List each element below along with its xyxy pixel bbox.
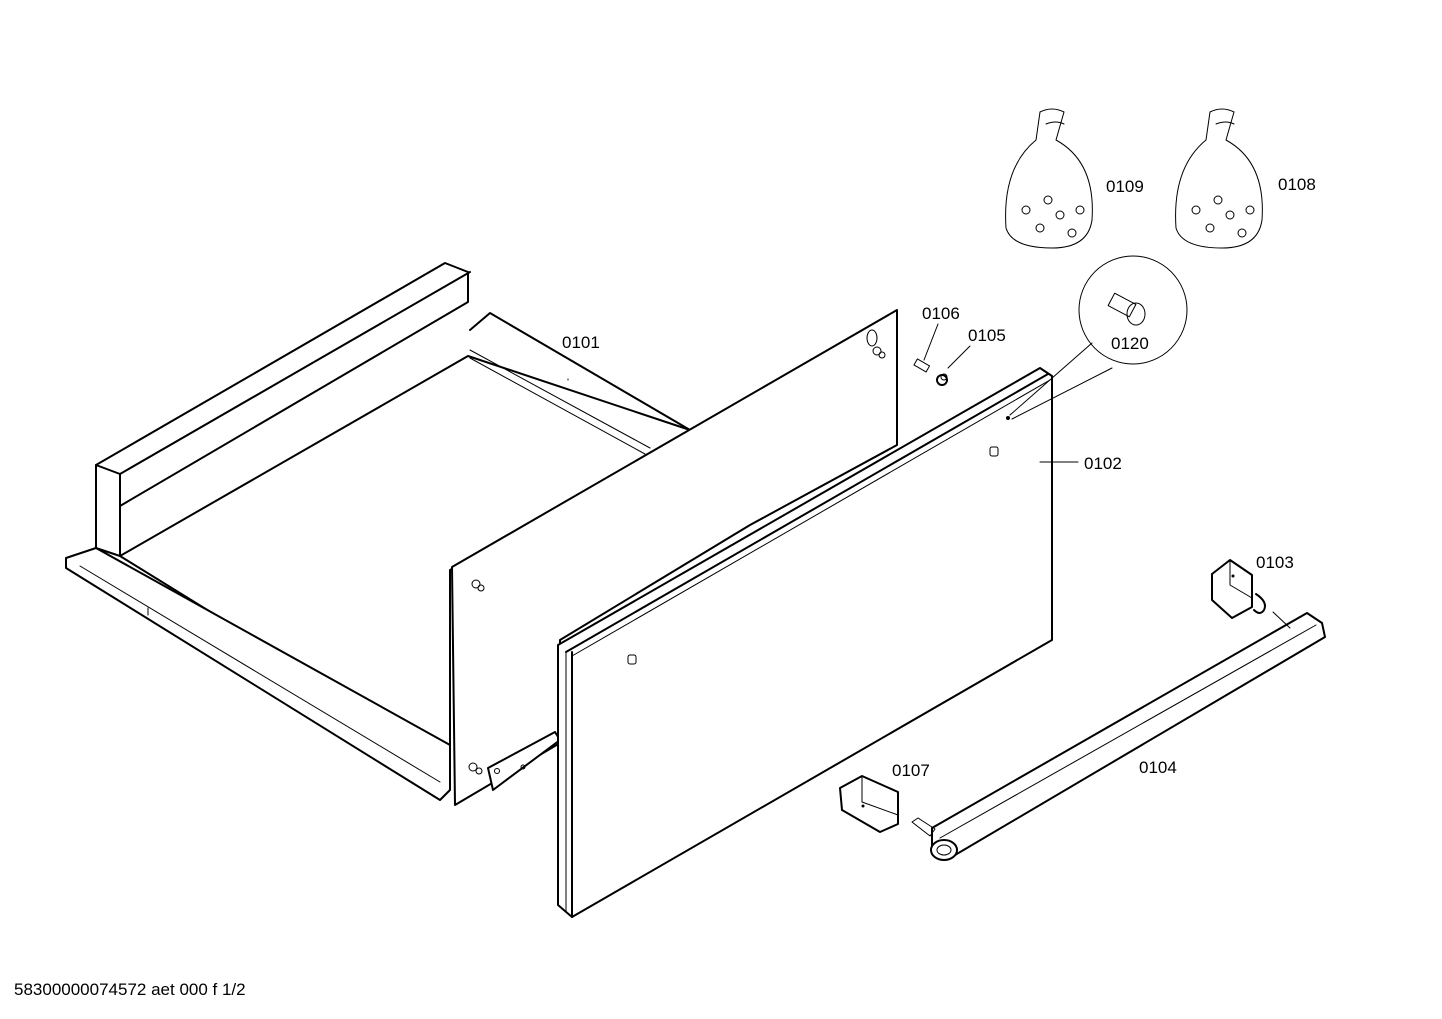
part-handle-bracket-right (1211, 559, 1266, 619)
part-handle-bar (911, 611, 1326, 861)
part-screw-bag-0109 (1005, 108, 1093, 249)
label-0106: 0106 (922, 304, 960, 323)
part-drawer-body (65, 262, 898, 806)
label-0105: 0105 (968, 326, 1006, 345)
label-0109: 0109 (1106, 177, 1144, 196)
label-0101: 0101 (562, 333, 600, 352)
part-spacer-screw (913, 323, 971, 386)
screw-icon (1021, 195, 1085, 238)
part-handle-bracket-left (839, 775, 899, 833)
label-0102: 0102 (1084, 454, 1122, 473)
part-screw-bag-0108 (1175, 108, 1263, 249)
screw-icon (1191, 195, 1255, 238)
label-0107: 0107 (892, 761, 930, 780)
label-0108: 0108 (1278, 175, 1316, 194)
label-0104: 0104 (1139, 758, 1177, 777)
document-id: 58300000074572 aet 000 f 1/2 (14, 980, 246, 999)
part-front-panel (557, 367, 1053, 918)
label-0120: 0120 (1111, 334, 1149, 353)
screw-icon (468, 329, 886, 775)
part-detail-callout (1009, 255, 1188, 420)
label-0103: 0103 (1256, 553, 1294, 572)
